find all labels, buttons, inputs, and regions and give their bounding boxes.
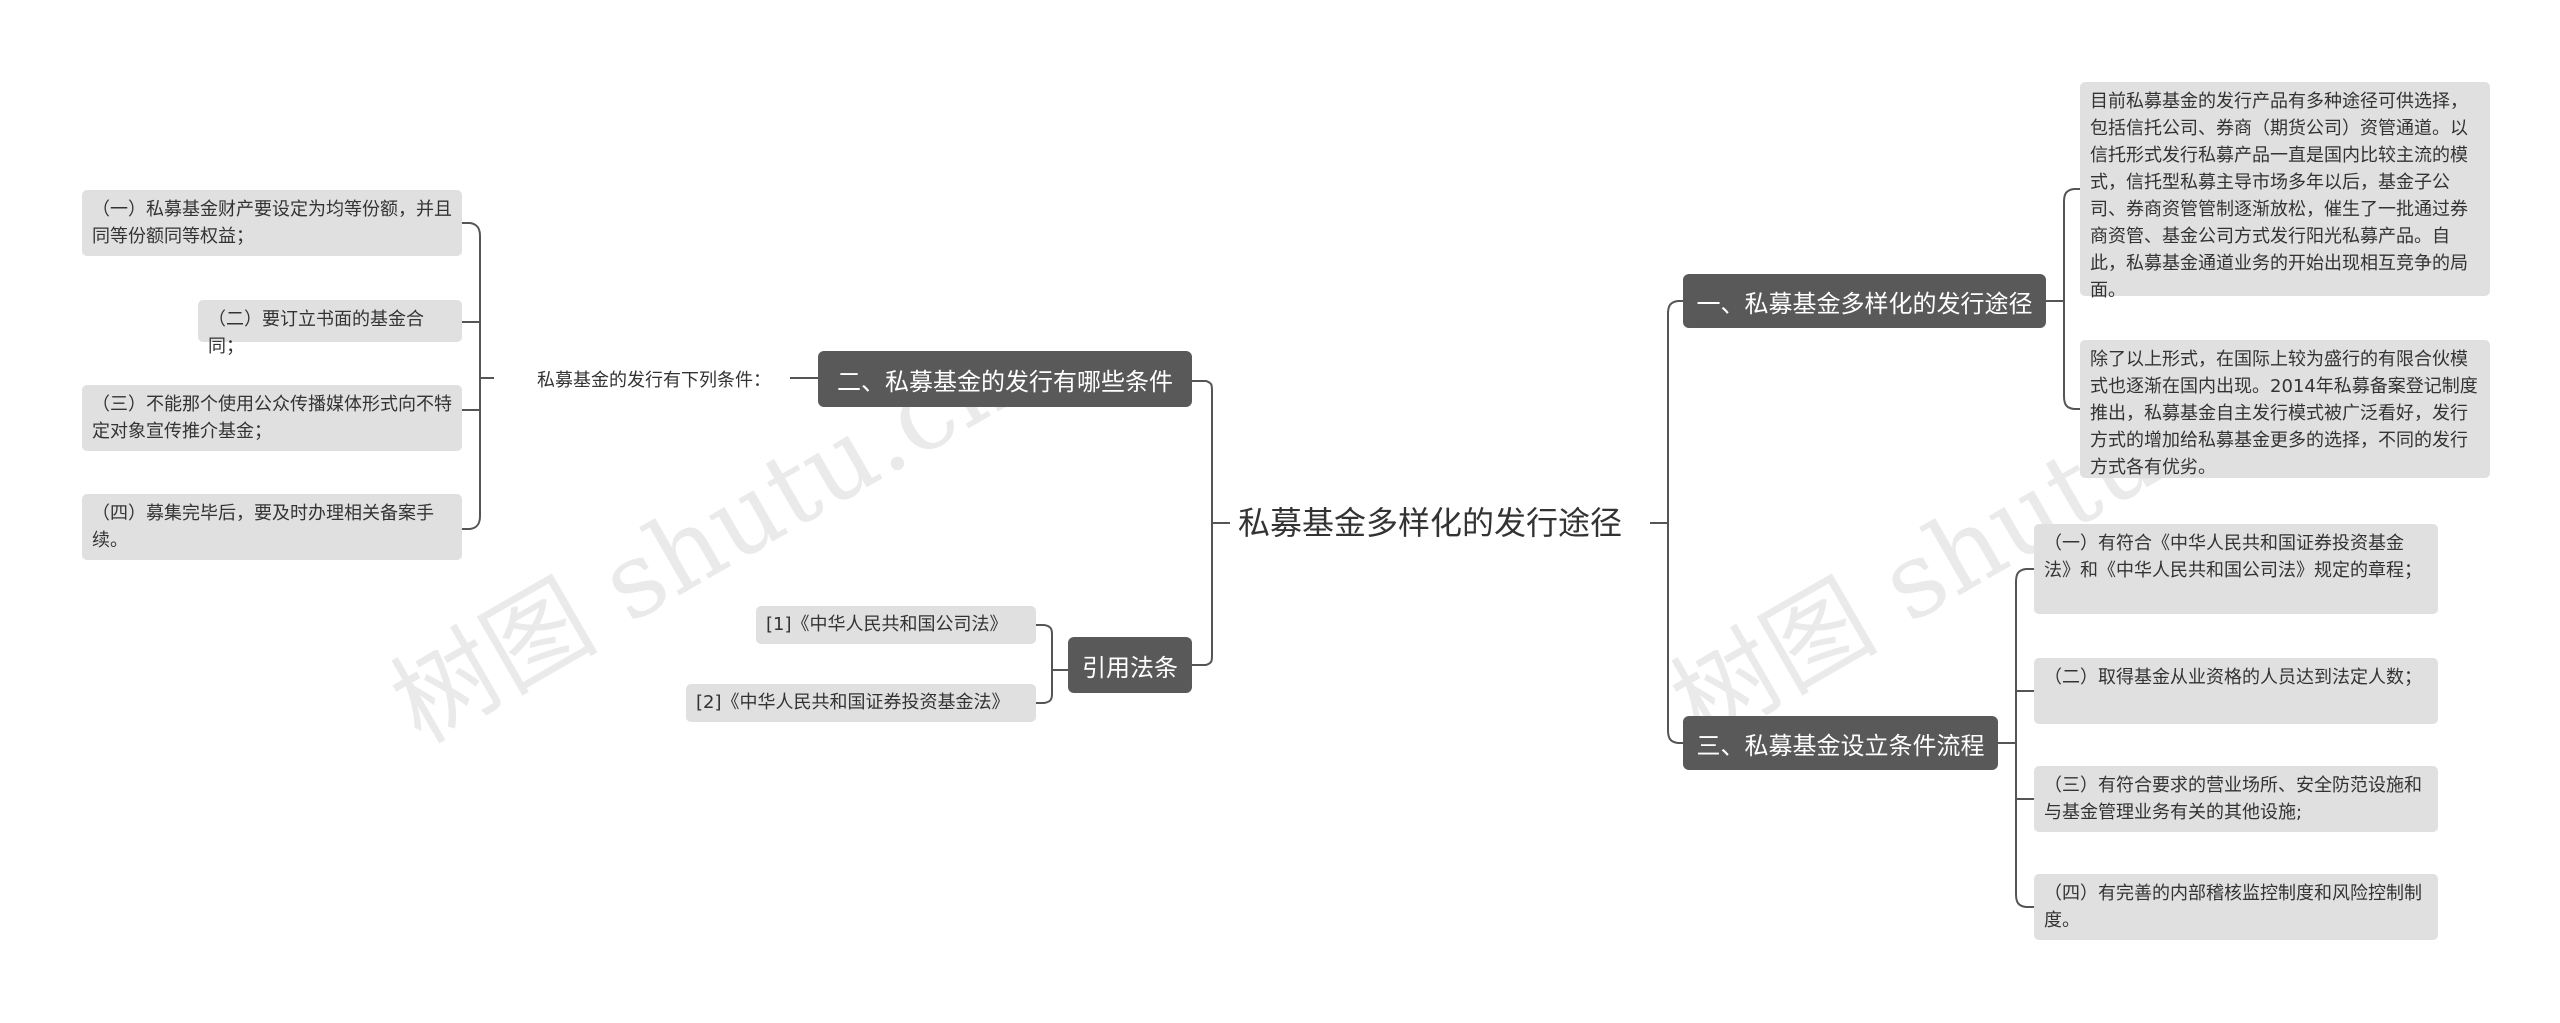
intro-text: 私募基金的发行有下列条件：	[537, 370, 771, 391]
root-topic[interactable]: 私募基金多样化的发行途径	[1230, 463, 1630, 583]
leaf-text: 目前私募基金的发行产品有多种途径可供选择，包括信托公司、券商（期货公司）资管通道…	[2090, 91, 2468, 301]
leaf-issuance-2[interactable]: 除了以上形式，在国际上较为盛行的有限合伙模式也逐渐在国内出现。2014年私募备案…	[2080, 340, 2490, 478]
branch-label: 引用法条	[1082, 653, 1178, 682]
leaf-condition-1[interactable]: （一）私募基金财产要设定为均等份额，并且同等份额同等权益；	[82, 190, 462, 256]
leaf-text: （三）不能那个使用公众传播媒体形式向不特定对象宣传推介基金；	[92, 394, 452, 442]
leaf-setup-2[interactable]: （二）取得基金从业资格的人员达到法定人数；	[2034, 658, 2438, 724]
leaf-setup-3[interactable]: （三）有符合要求的营业场所、安全防范设施和与基金管理业务有关的其他设施;	[2034, 766, 2438, 832]
branch-setup-process[interactable]: 三、私募基金设立条件流程	[1683, 716, 1998, 770]
root-title: 私募基金多样化的发行途径	[1237, 504, 1622, 542]
leaf-issuance-1[interactable]: 目前私募基金的发行产品有多种途径可供选择，包括信托公司、券商（期货公司）资管通道…	[2080, 82, 2490, 301]
branch-issuance-conditions[interactable]: 二、私募基金的发行有哪些条件	[818, 351, 1192, 407]
leaf-text: （二）取得基金从业资格的人员达到法定人数；	[2044, 667, 2422, 688]
branch-label: 三、私募基金设立条件流程	[1696, 731, 1985, 760]
leaf-text: （四）募集完毕后，要及时办理相关备案手续。	[92, 503, 434, 551]
branch-label: 一、私募基金多样化的发行途径	[1696, 289, 2033, 318]
leaf-condition-4[interactable]: （四）募集完毕后，要及时办理相关备案手续。	[82, 494, 462, 560]
leaf-text: （一）私募基金财产要设定为均等份额，并且同等份额同等权益；	[92, 199, 452, 247]
conditions-intro[interactable]: 私募基金的发行有下列条件：	[518, 362, 790, 396]
leaf-text: [1]《中华人民共和国公司法》	[766, 614, 1008, 635]
leaf-text: [2]《中华人民共和国证券投资基金法》	[696, 692, 1010, 713]
leaf-text: （一）有符合《中华人民共和国证券投资基金法》和《中华人民共和国公司法》规定的章程…	[2044, 533, 2422, 581]
branch-cited-laws[interactable]: 引用法条	[1068, 637, 1192, 693]
branch-issuance-channels[interactable]: 一、私募基金多样化的发行途径	[1683, 274, 2046, 328]
leaf-text: （三）有符合要求的营业场所、安全防范设施和与基金管理业务有关的其他设施;	[2044, 775, 2422, 823]
leaf-law-1[interactable]: [1]《中华人民共和国公司法》	[756, 606, 1036, 644]
branch-label: 二、私募基金的发行有哪些条件	[837, 367, 1173, 396]
leaf-text: 除了以上形式，在国际上较为盛行的有限合伙模式也逐渐在国内出现。2014年私募备案…	[2090, 349, 2478, 478]
leaf-text: （二）要订立书面的基金合同；	[208, 309, 424, 357]
leaf-text: （四）有完善的内部稽核监控制度和风险控制制度。	[2044, 883, 2422, 931]
leaf-condition-2[interactable]: （二）要订立书面的基金合同；	[198, 300, 462, 357]
leaf-setup-1[interactable]: （一）有符合《中华人民共和国证券投资基金法》和《中华人民共和国公司法》规定的章程…	[2034, 524, 2438, 614]
leaf-setup-4[interactable]: （四）有完善的内部稽核监控制度和风险控制制度。	[2034, 874, 2438, 940]
leaf-condition-3[interactable]: （三）不能那个使用公众传播媒体形式向不特定对象宣传推介基金；	[82, 385, 462, 451]
leaf-law-2[interactable]: [2]《中华人民共和国证券投资基金法》	[686, 684, 1036, 722]
